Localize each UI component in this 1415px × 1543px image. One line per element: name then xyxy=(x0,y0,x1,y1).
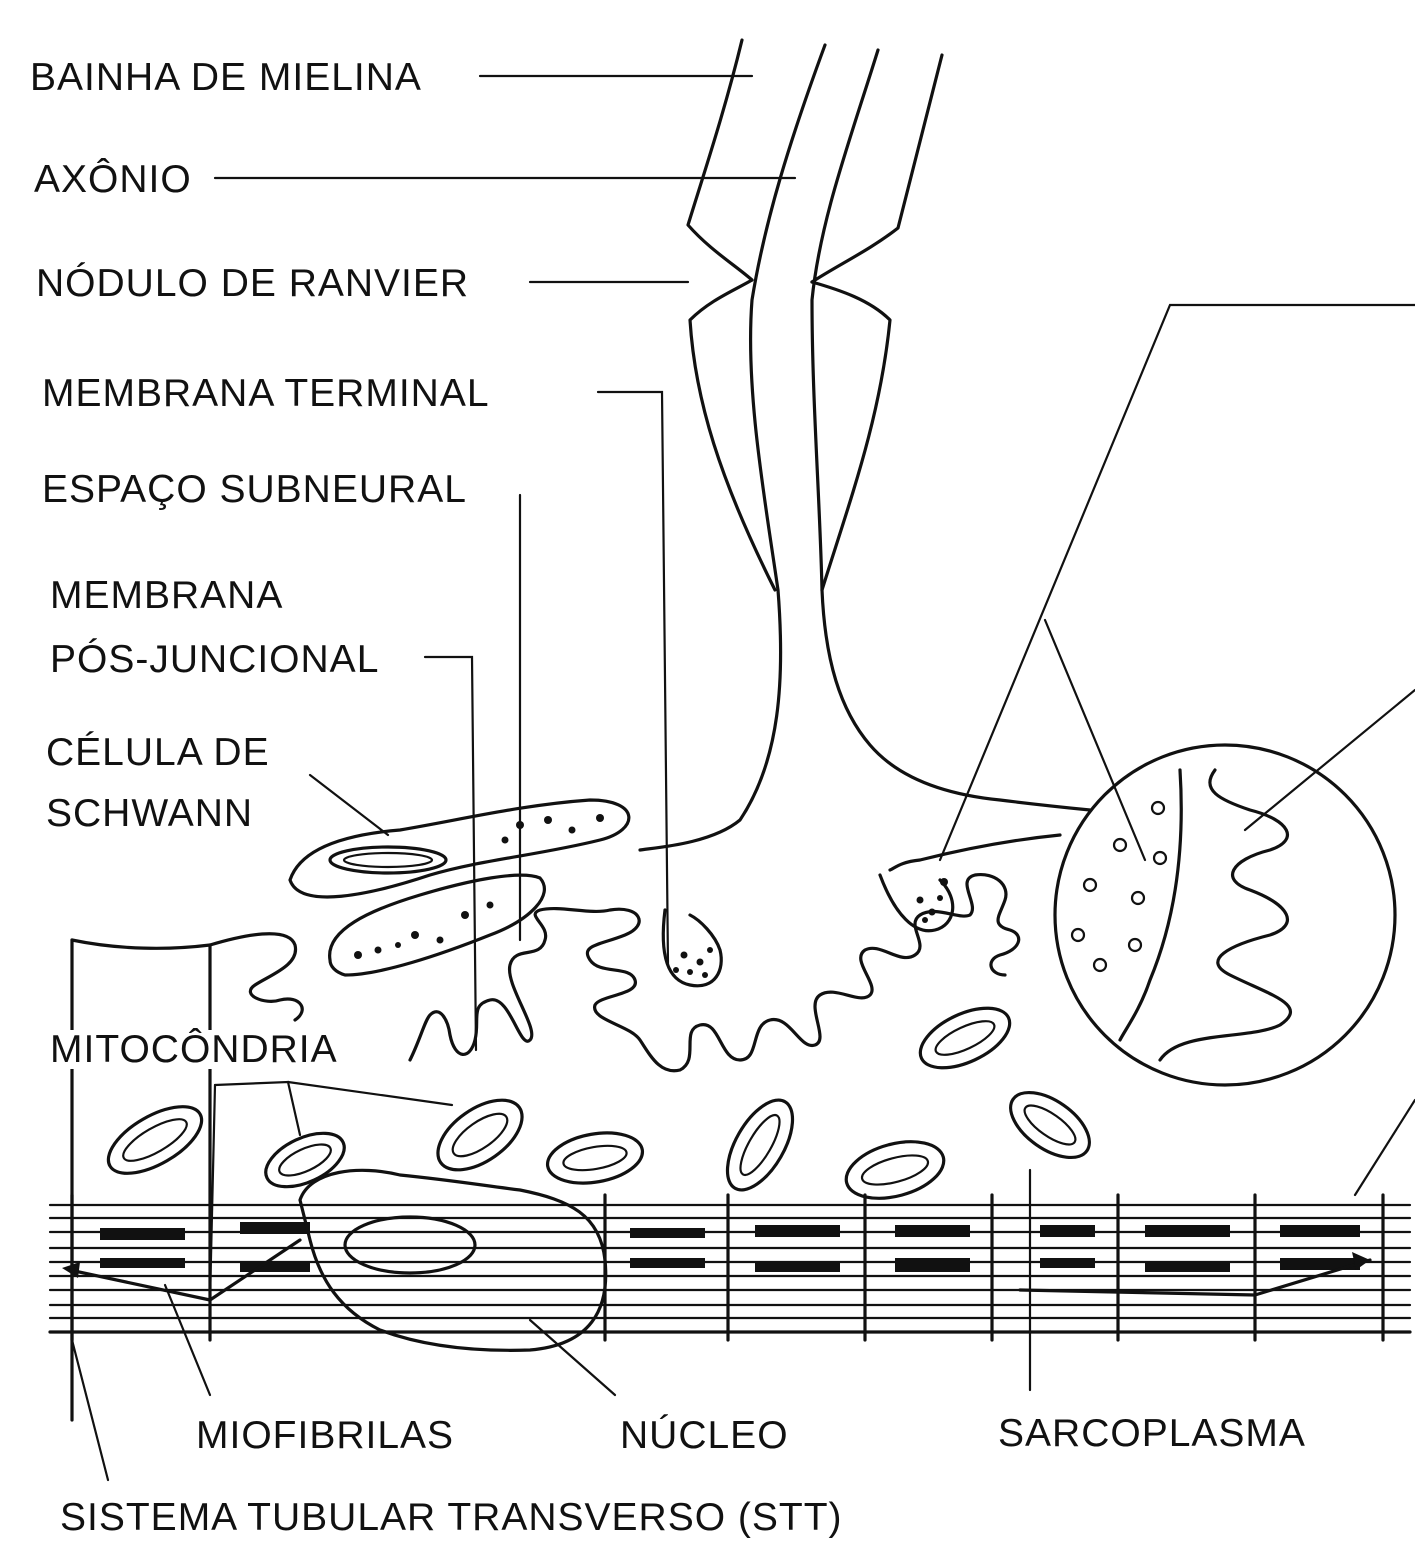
label-sarcoplasm: SARCOPLASMA xyxy=(998,1414,1306,1453)
label-subneural-space: ESPAÇO SUBNEURAL xyxy=(42,470,467,509)
label-node-of-ranvier: NÓDULO DE RANVIER xyxy=(36,264,469,303)
label-terminal-membrane: MEMBRANA TERMINAL xyxy=(42,374,490,413)
label-nucleus: NÚCLEO xyxy=(620,1416,789,1455)
magnified-inset xyxy=(1055,745,1395,1085)
label-postjunctional-membrane-line1: MEMBRANA xyxy=(50,576,283,615)
myofibrils xyxy=(50,945,1410,1340)
synaptic-vesicles xyxy=(673,878,948,978)
label-schwann-cell-line1: CÉLULA DE xyxy=(46,733,270,772)
myelin-sheath xyxy=(688,40,942,590)
label-transverse-tubule-system: SISTEMA TUBULAR TRANSVERSO (STT) xyxy=(60,1498,843,1537)
label-myelin-sheath: BAINHA DE MIELINA xyxy=(30,58,422,97)
schwann-cell-upper xyxy=(290,800,629,897)
label-postjunctional-membrane-line2: PÓS-JUNCIONAL xyxy=(50,640,379,679)
axon xyxy=(640,45,1090,870)
label-myofibrils: MIOFIBRILAS xyxy=(196,1416,454,1455)
label-mitochondria: MITOCÔNDRIA xyxy=(50,1030,338,1069)
label-schwann-cell-line2: SCHWANN xyxy=(46,794,253,833)
nucleus xyxy=(300,1170,606,1350)
label-axon: AXÔNIO xyxy=(34,160,192,199)
